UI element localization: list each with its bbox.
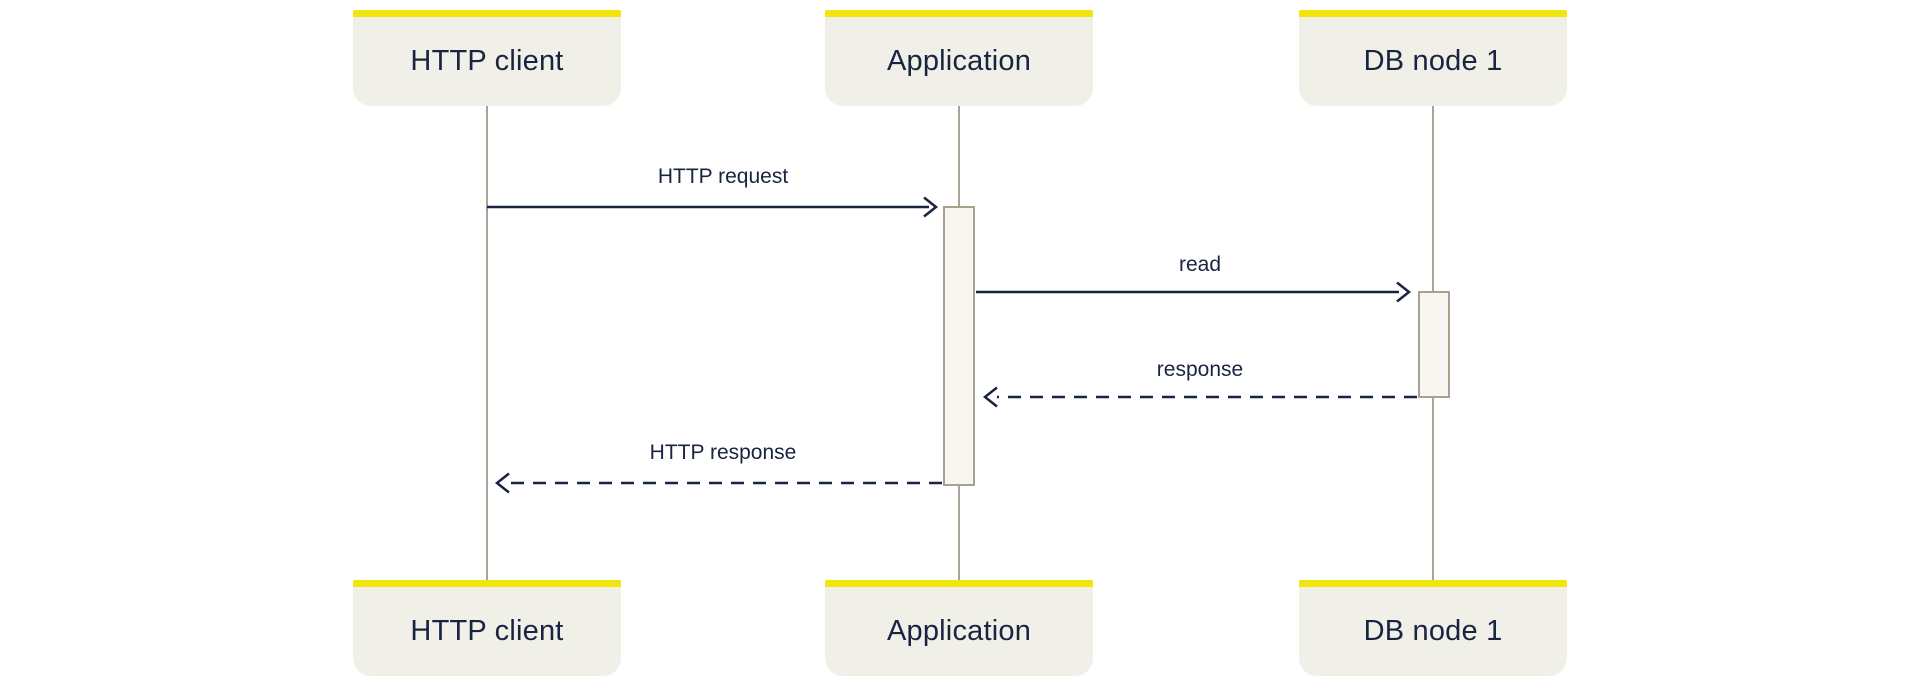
message-label-http-request: HTTP request [657, 165, 789, 188]
participant-accent-bar [353, 10, 621, 17]
arrow-read [976, 281, 1412, 303]
message-label-read: read [1178, 253, 1222, 276]
message-label-http-response: HTTP response [649, 441, 797, 464]
activation-bar-application [943, 206, 975, 486]
participant-accent-bar [1299, 10, 1567, 17]
participant-label: Application [825, 587, 1093, 676]
participant-label: DB node 1 [1299, 17, 1567, 106]
arrow-http-request [487, 196, 939, 218]
lifeline-http-client [486, 106, 488, 580]
participant-accent-bar [825, 580, 1093, 587]
participant-accent-bar [353, 580, 621, 587]
participant-box-bottom-db-node-1: DB node 1 [1299, 580, 1567, 676]
participant-box-top-application: Application [825, 10, 1093, 106]
arrow-http-response [494, 472, 942, 494]
message-label-response: response [1156, 358, 1244, 381]
participant-label: HTTP client [353, 587, 621, 676]
arrow-response [982, 386, 1417, 408]
participant-accent-bar [1299, 580, 1567, 587]
activation-bar-db-node-1 [1418, 291, 1450, 398]
participant-box-bottom-http-client: HTTP client [353, 580, 621, 676]
participant-box-bottom-application: Application [825, 580, 1093, 676]
participant-label: Application [825, 17, 1093, 106]
participant-box-top-http-client: HTTP client [353, 10, 621, 106]
participant-label: HTTP client [353, 17, 621, 106]
participant-box-top-db-node-1: DB node 1 [1299, 10, 1567, 106]
participant-accent-bar [825, 10, 1093, 17]
participant-label: DB node 1 [1299, 587, 1567, 676]
